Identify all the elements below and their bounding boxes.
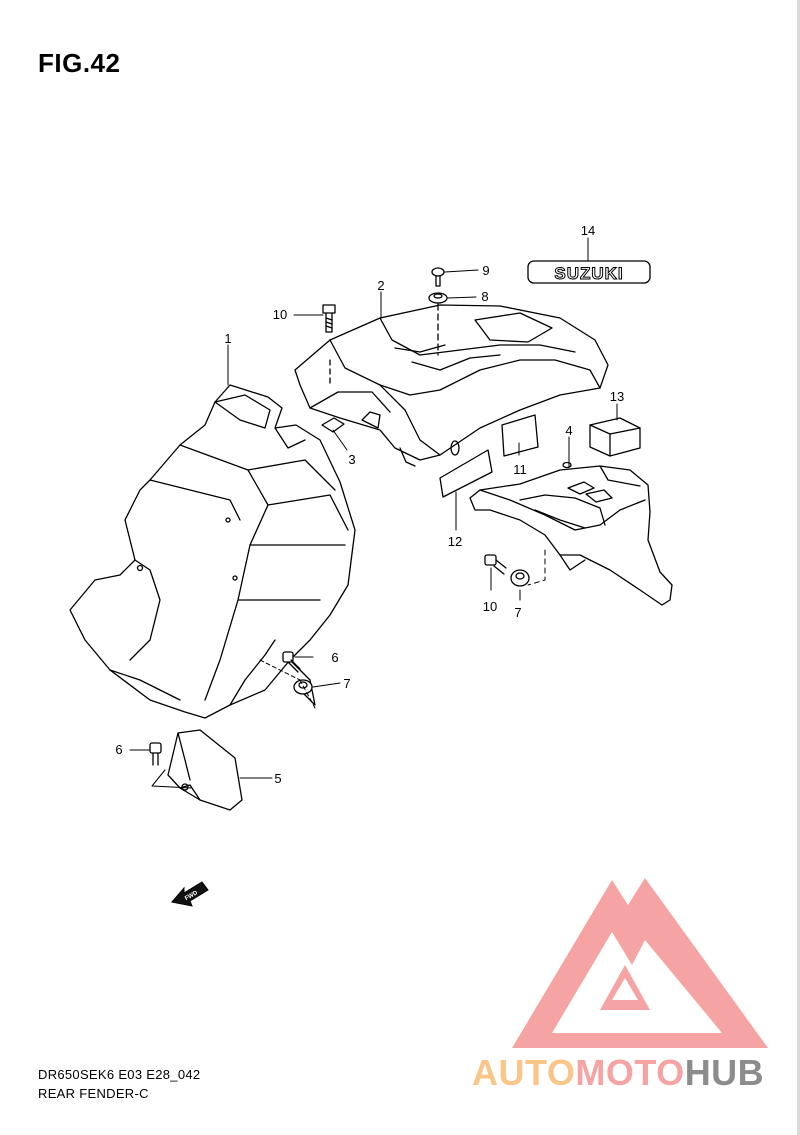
callout-7-fender: 7 bbox=[343, 676, 350, 691]
reflector-12 bbox=[439, 449, 493, 498]
callout-6-fender: 6 bbox=[331, 650, 338, 665]
page-border bbox=[797, 0, 800, 1135]
figure-title: FIG.42 bbox=[38, 48, 121, 78]
leader-lines bbox=[129, 237, 618, 789]
callout-12: 12 bbox=[448, 534, 462, 549]
bolt-10-upper bbox=[322, 304, 336, 333]
nut-7-lower bbox=[510, 569, 530, 587]
assembly-name: REAR FENDER-C bbox=[38, 1086, 149, 1101]
rear-fender-drawing bbox=[294, 304, 609, 467]
watermark-auto: AUTO bbox=[472, 1052, 576, 1093]
callout-7-lower: 7 bbox=[514, 605, 521, 620]
model-code: DR650SEK6 E03 E28_042 bbox=[38, 1067, 201, 1082]
callout-10-lower: 10 bbox=[483, 599, 497, 614]
watermark-moto: MOTO bbox=[575, 1052, 685, 1093]
callout-10-upper: 10 bbox=[273, 307, 287, 322]
callout-13: 13 bbox=[610, 389, 624, 404]
screw-9 bbox=[431, 267, 445, 287]
callout-8: 8 bbox=[481, 289, 488, 304]
fwd-arrow-icon: FWD bbox=[171, 881, 209, 907]
watermark-hub: HUB bbox=[684, 1052, 765, 1093]
callout-3: 3 bbox=[348, 452, 355, 467]
reflector-13 bbox=[589, 417, 641, 457]
watermark-logo bbox=[512, 878, 768, 1048]
callout-2: 2 bbox=[377, 278, 384, 293]
callout-4: 4 bbox=[565, 423, 572, 438]
mud-flap-drawing bbox=[167, 729, 243, 811]
reflector-11 bbox=[501, 414, 539, 457]
bolt-6-flap bbox=[149, 742, 162, 766]
callout-9: 9 bbox=[482, 263, 489, 278]
callout-5: 5 bbox=[274, 771, 281, 786]
callout-numbers: 1 2 3 4 5 6 6 7 7 8 9 10 10 11 12 13 14 bbox=[115, 223, 624, 786]
bolt-6-fender bbox=[282, 651, 301, 673]
callout-14: 14 bbox=[581, 223, 595, 238]
callout-6-flap: 6 bbox=[115, 742, 122, 757]
nut-7-fender bbox=[293, 679, 313, 695]
decal-text: SUZUKI bbox=[554, 264, 623, 283]
callout-1: 1 bbox=[224, 331, 231, 346]
suzuki-decal-14 bbox=[527, 260, 651, 284]
rear-fender-lower-drawing bbox=[469, 461, 673, 606]
watermark-text: AUTOMOTOHUB bbox=[472, 1052, 764, 1094]
inner-fender-drawing bbox=[69, 384, 356, 719]
callout-11: 11 bbox=[513, 462, 527, 477]
bolt-10-lower bbox=[484, 554, 507, 575]
clip-nut-3 bbox=[321, 417, 345, 433]
grommet-8 bbox=[428, 292, 448, 356]
